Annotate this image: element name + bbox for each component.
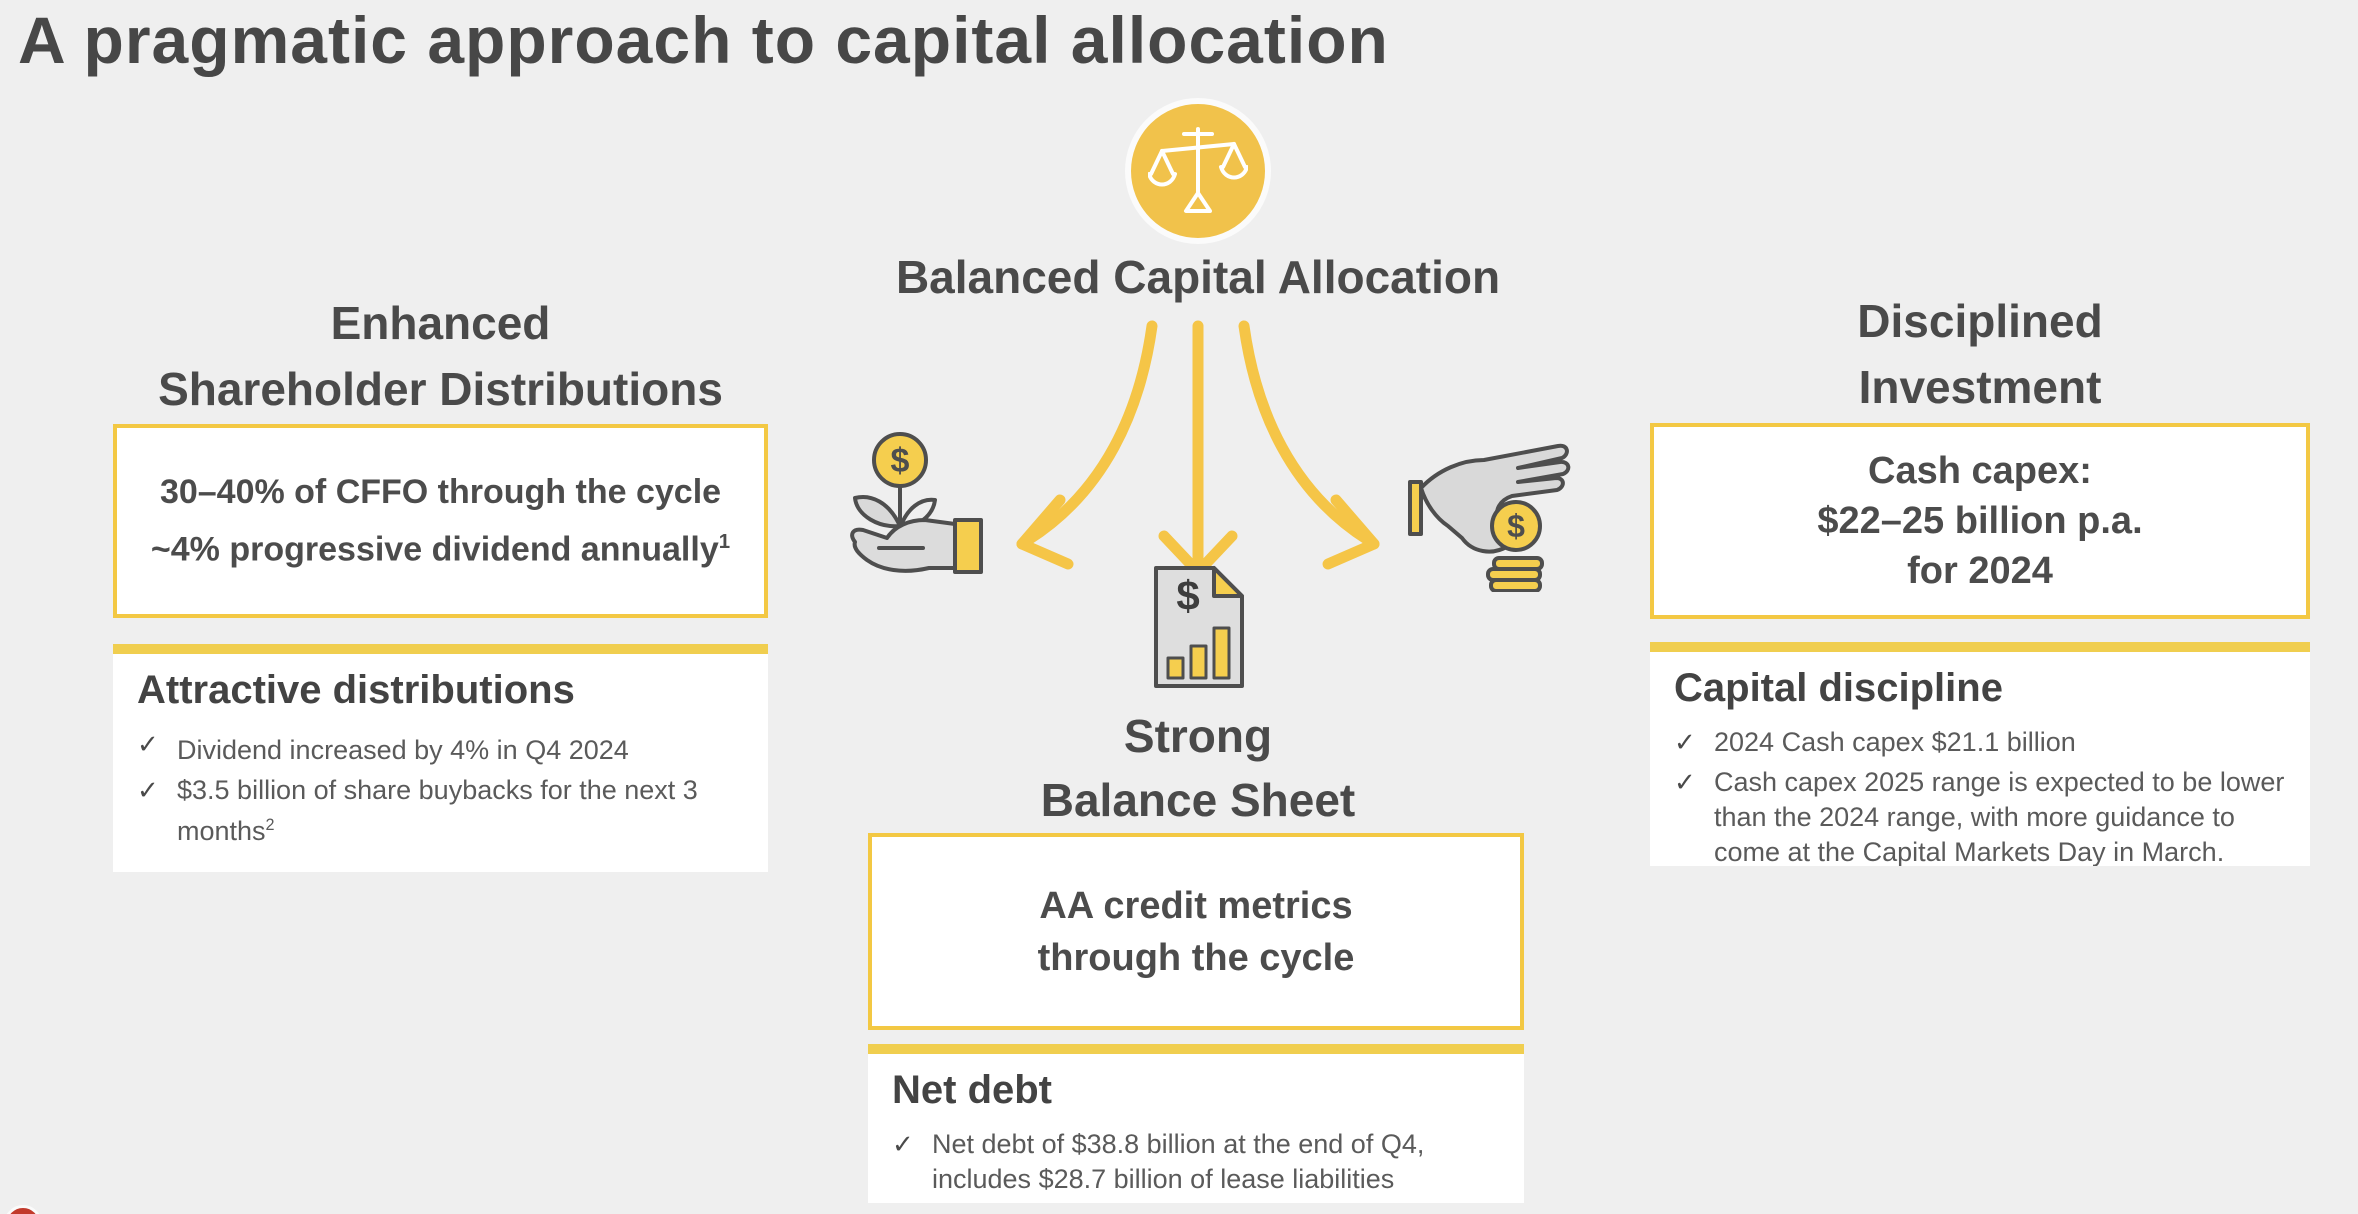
cash-capex-box: Cash capex: $22–25 billion p.a. for 2024 <box>1650 423 2310 619</box>
dollar-glyph: $ <box>1176 572 1199 619</box>
box-line: 30–40% of CFFO through the cycle <box>159 473 722 512</box>
shareholder-distributions-box: 30–40% of CFFO through the cycle ~4% pro… <box>113 424 768 618</box>
check-icon: ✓ <box>137 729 159 759</box>
accent-bar <box>113 644 768 654</box>
box-line: AA credit metrics <box>1039 884 1353 927</box>
check-icon: ✓ <box>892 1129 914 1159</box>
left-column-heading: Enhanced Shareholder Distributions <box>113 290 768 422</box>
box-line: for 2024 <box>1907 550 2053 592</box>
left-heading-line1: Enhanced <box>330 297 551 349</box>
strong-line1: Strong <box>1123 710 1273 762</box>
footnote-marker: 1 <box>718 531 731 554</box>
box-line: $22–25 billion p.a. <box>1817 500 2143 542</box>
center-heading: Balanced Capital Allocation <box>895 251 1501 303</box>
net-debt-panel: Net debt ✓ Net debt of $38.8 billion at … <box>868 1054 1524 1203</box>
panel-title: Attractive distributions <box>137 668 575 712</box>
financial-document-icon: $ <box>1154 566 1244 688</box>
list-item: ✓ 2024 Cash capex $21.1 billion <box>1674 725 2286 760</box>
balance-scale-icon <box>1148 127 1248 213</box>
list-item: ✓ Net debt of $38.8 billion at the end o… <box>892 1127 1500 1197</box>
list-item: ✓ Dividend increased by 4% in Q4 2024 <box>137 727 744 768</box>
company-logo-icon <box>4 1205 42 1214</box>
accent-bar <box>1650 642 2310 652</box>
strong-balance-sheet-heading: Strong Balance Sheet <box>898 704 1498 832</box>
right-column-heading: Disciplined Investment <box>1650 288 2310 420</box>
bullet-list: ✓ Dividend increased by 4% in Q4 2024 ✓ … <box>137 727 744 849</box>
strong-line2: Balance Sheet <box>1040 774 1356 826</box>
hand-dropping-coin-icon: $ <box>1408 443 1571 592</box>
left-heading-line2: Shareholder Distributions <box>158 363 723 415</box>
dollar-glyph: $ <box>1507 508 1525 544</box>
box-line: Cash capex: <box>1868 450 2092 492</box>
page-title: A pragmatic approach to capital allocati… <box>18 3 1389 77</box>
bullet-list: ✓ 2024 Cash capex $21.1 billion ✓ Cash c… <box>1674 725 2286 866</box>
list-item: ✓ Cash capex 2025 range is expected to b… <box>1674 765 2286 866</box>
check-icon: ✓ <box>1674 767 1696 797</box>
credit-metrics-box: AA credit metrics through the cycle <box>868 833 1524 1030</box>
check-icon: ✓ <box>137 775 159 805</box>
dollar-glyph: $ <box>891 442 910 480</box>
right-heading-line1: Disciplined <box>1857 295 2103 347</box>
panel-title: Capital discipline <box>1674 666 2003 710</box>
panel-title: Net debt <box>892 1068 1052 1112</box>
check-icon: ✓ <box>1674 727 1696 757</box>
box-line: ~4% progressive dividend annually1 <box>150 530 731 569</box>
balance-scale-badge <box>1125 98 1271 244</box>
coin-plant-in-hand-icon: $ <box>850 432 983 574</box>
box-line: through the cycle <box>1037 936 1355 979</box>
bullet-list: ✓ Net debt of $38.8 billion at the end o… <box>892 1127 1500 1197</box>
right-heading-line2: Investment <box>1858 361 2102 413</box>
attractive-distributions-panel: Attractive distributions ✓ Dividend incr… <box>113 654 768 872</box>
accent-bar <box>868 1044 1524 1054</box>
list-item: ✓ $3.5 billion of share buybacks for the… <box>137 773 744 849</box>
footnote-marker: 2 <box>265 816 275 834</box>
capital-discipline-panel: Capital discipline ✓ 2024 Cash capex $21… <box>1650 652 2310 866</box>
